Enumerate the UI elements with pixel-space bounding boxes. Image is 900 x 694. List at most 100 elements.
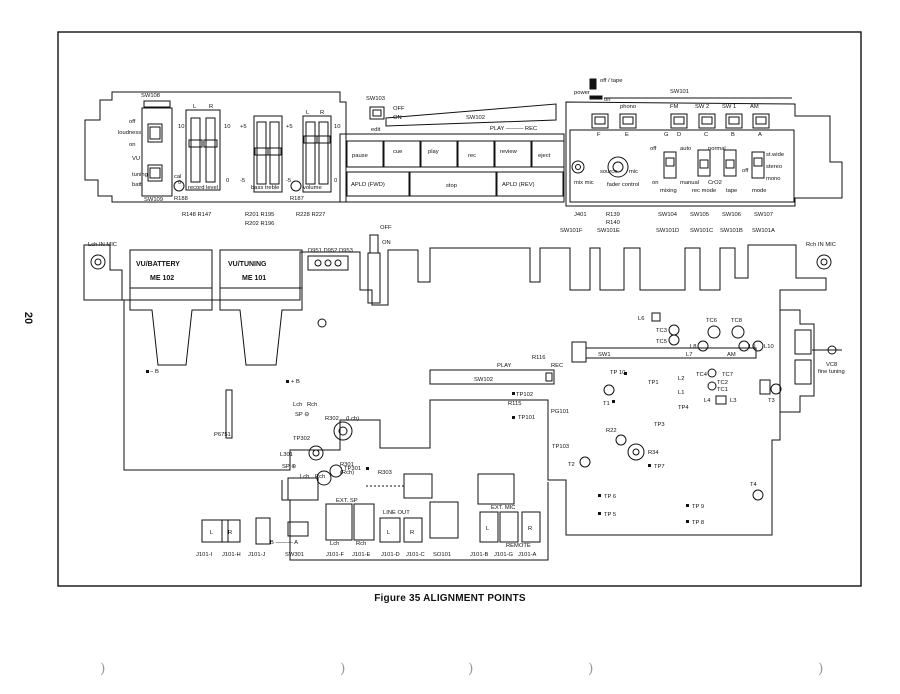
- j101j-jack[interactable]: [255, 517, 271, 545]
- r302-trimmer-icon[interactable]: [333, 421, 353, 441]
- review-button[interactable]: [494, 140, 532, 168]
- tc6-trimmer-icon[interactable]: [707, 325, 721, 339]
- sw-off-label: off: [650, 146, 657, 152]
- selector-c[interactable]: [698, 113, 716, 129]
- r22-trimmer-icon[interactable]: [615, 434, 627, 446]
- tp102-marker: [512, 392, 515, 395]
- selector-a[interactable]: [752, 113, 770, 129]
- eject-button[interactable]: [531, 140, 565, 168]
- selector-d[interactable]: [670, 113, 688, 129]
- tc3-trimmer-icon[interactable]: [668, 324, 680, 336]
- j101e-jack[interactable]: [353, 503, 375, 541]
- top-right-chassis: [565, 101, 843, 207]
- l301-label: L301: [280, 452, 293, 458]
- sel-f-label: F: [597, 132, 601, 138]
- rec-button[interactable]: [457, 140, 495, 168]
- edit-label: edit: [371, 127, 381, 133]
- remote-label: REMOTE: [506, 543, 531, 549]
- j101d-jack[interactable]: [379, 517, 401, 543]
- sw301-switch[interactable]: [287, 521, 309, 537]
- sw109-switch[interactable]: [147, 164, 163, 182]
- l6-coil[interactable]: [651, 312, 661, 322]
- sw107-mode-switch[interactable]: [751, 151, 765, 179]
- sw105-rec-mode-switch[interactable]: [697, 149, 711, 177]
- apld-fwd-button[interactable]: [346, 171, 410, 197]
- r34-trimmer-icon[interactable]: [627, 443, 645, 461]
- j101a-jack[interactable]: [521, 511, 541, 543]
- record-level-slider-r[interactable]: [205, 117, 216, 183]
- sw103-off-label: OFF: [393, 106, 405, 112]
- j101i-jack[interactable]: [201, 519, 229, 543]
- mix-mic-jack-icon[interactable]: [571, 160, 585, 174]
- off-on-switch[interactable]: [369, 234, 379, 254]
- j101g-label: J101-G: [494, 552, 514, 558]
- selector-f[interactable]: [591, 113, 609, 129]
- main-board-outline: [83, 244, 827, 536]
- top-right-subpanel: [569, 129, 795, 203]
- tc8-trimmer-icon[interactable]: [731, 325, 745, 339]
- l301-coil-icon[interactable]: [308, 445, 324, 461]
- rch-in-mic-jack-icon[interactable]: [816, 254, 832, 270]
- j101f-jack[interactable]: [325, 503, 353, 541]
- r187-trim-icon[interactable]: [290, 180, 302, 192]
- sel-d-label: D: [677, 132, 681, 138]
- l4-l3-coil[interactable]: [715, 395, 727, 405]
- loudness-vu-column: [141, 107, 173, 197]
- ext-mic-r-label: R: [528, 526, 532, 532]
- sw102-lower-label: SW102: [474, 377, 493, 383]
- vc8-fine-tuning-icon[interactable]: [827, 345, 837, 355]
- treble-slider[interactable]: [269, 121, 280, 185]
- l8-coil-icon[interactable]: [697, 340, 709, 352]
- sw108-switch[interactable]: [147, 123, 163, 143]
- j101a-label: J101-A: [518, 552, 537, 558]
- tc5-trimmer-icon[interactable]: [668, 334, 680, 346]
- l9-coil-icon[interactable]: [738, 340, 750, 352]
- apld-rev-button[interactable]: [496, 171, 564, 197]
- j101h-jack[interactable]: [221, 519, 241, 543]
- sw103-edit-switch[interactable]: [369, 106, 385, 120]
- t2-coil-icon[interactable]: [579, 456, 591, 468]
- so101-socket[interactable]: [429, 501, 459, 539]
- sw104-label: SW104: [658, 212, 678, 218]
- power-label: power: [574, 90, 590, 96]
- tc7-trimmer-icon[interactable]: [707, 368, 717, 378]
- r301-trimmer-icon[interactable]: [329, 464, 343, 478]
- cue-button[interactable]: [383, 140, 421, 168]
- lch-in-mic-jack-icon[interactable]: [90, 254, 106, 270]
- sw104-mixing-switch[interactable]: [663, 151, 677, 179]
- j101b-jack[interactable]: [479, 511, 499, 543]
- tape-label: tape: [726, 188, 737, 194]
- tp5-label: TP 5: [604, 512, 616, 518]
- bass-slider[interactable]: [256, 121, 267, 185]
- sw103-label: SW103: [366, 96, 385, 102]
- t3-coil-icon[interactable]: [770, 383, 782, 395]
- sel-b-label: B: [731, 132, 735, 138]
- cal-trim-icon[interactable]: [173, 180, 185, 192]
- pause-button[interactable]: [346, 140, 384, 168]
- volume-slider-r[interactable]: [318, 121, 329, 185]
- l10-coil-icon[interactable]: [752, 340, 764, 352]
- sw103-on-label: ON: [393, 115, 402, 121]
- normal-label: normal: [708, 146, 726, 152]
- phono-label: phono: [620, 104, 636, 110]
- stop-button[interactable]: [409, 171, 497, 197]
- selector-b[interactable]: [725, 113, 743, 129]
- play-button[interactable]: [420, 140, 458, 168]
- volume-slider-l[interactable]: [305, 121, 316, 185]
- source-label: source: [600, 169, 617, 175]
- loud-off-label: off: [129, 119, 136, 125]
- tc1-trimmer-icon[interactable]: [707, 381, 717, 391]
- record-level-slider-l[interactable]: [190, 117, 201, 183]
- t4-coil-icon[interactable]: [752, 489, 764, 501]
- j101c-jack[interactable]: [403, 517, 423, 543]
- j101g-jack[interactable]: [499, 511, 519, 543]
- sw108-label: SW108: [141, 93, 160, 99]
- pg101-label: PG101: [551, 409, 569, 415]
- fader-control-knob-icon[interactable]: [607, 156, 629, 178]
- l8-label: L8: [690, 344, 696, 350]
- t1-coil-icon[interactable]: [603, 384, 615, 396]
- j101i-l-label: L: [210, 530, 214, 536]
- selector-e[interactable]: [619, 113, 637, 129]
- sw106-tape-switch[interactable]: [723, 149, 737, 177]
